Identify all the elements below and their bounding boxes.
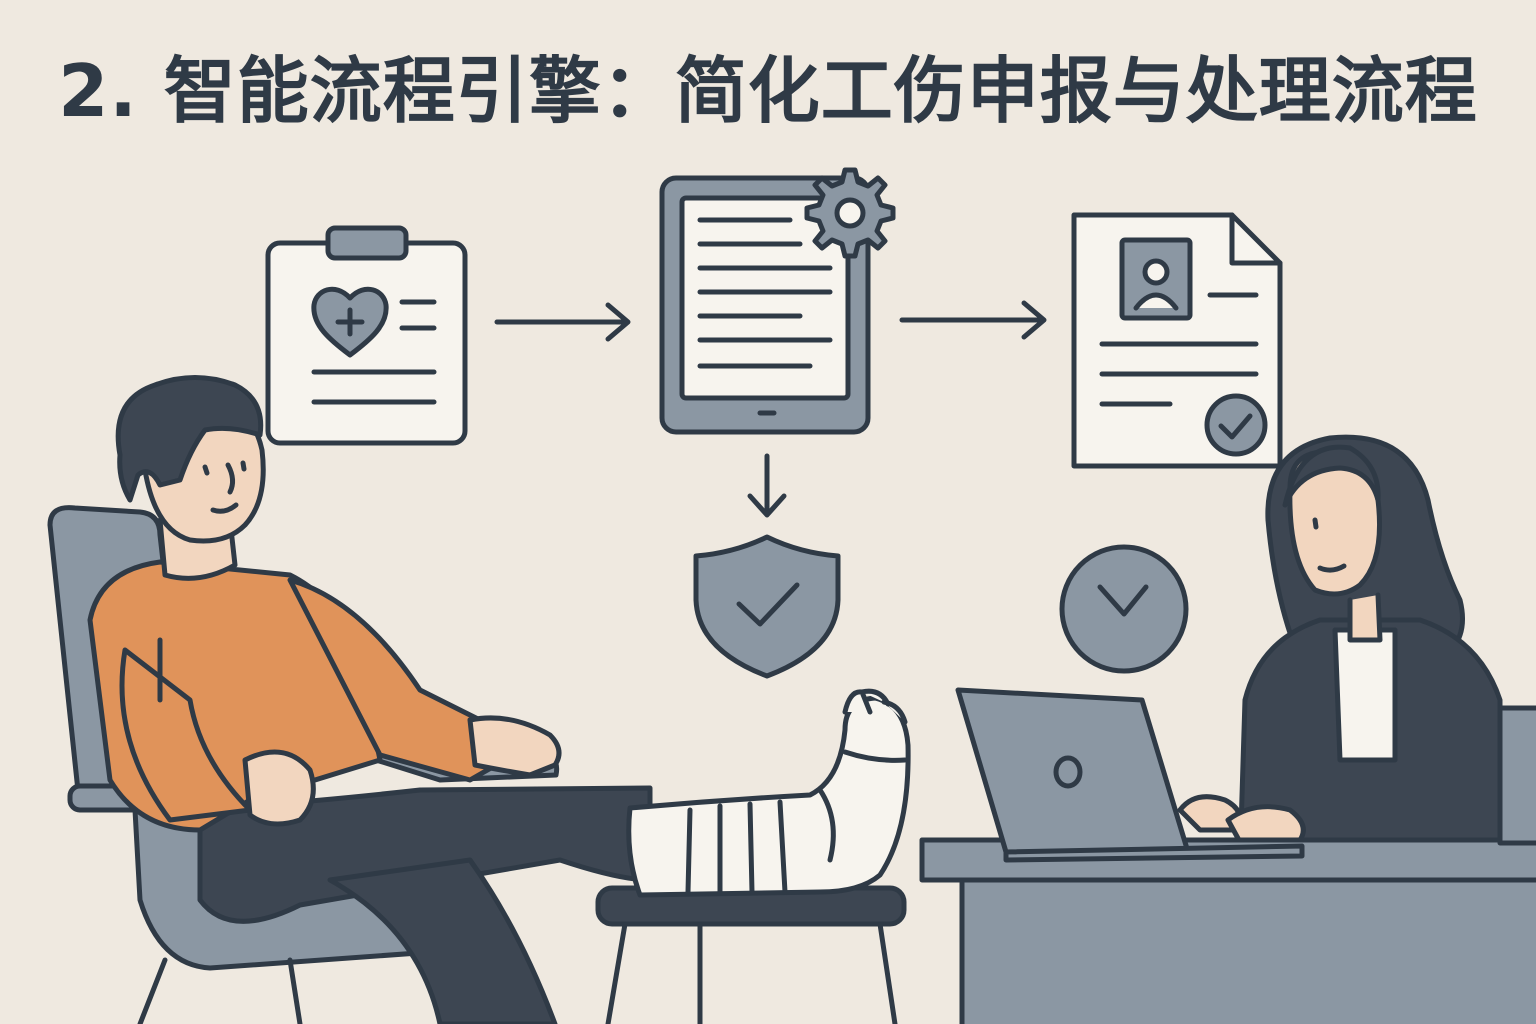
clock-icon [1059, 544, 1189, 674]
man-hands [242, 715, 562, 827]
man-legs [197, 785, 653, 1024]
tablet-document-gear-icon [659, 167, 896, 435]
arrow-down-icon [747, 453, 787, 518]
arrow-right-icon [899, 300, 1047, 340]
footrest [595, 885, 907, 1024]
desk [919, 705, 1536, 1024]
profile-document-check-icon [1071, 212, 1283, 469]
clipboard-heart-icon [265, 225, 468, 446]
shield-check-icon [693, 534, 841, 679]
gear-icon [804, 167, 896, 259]
page-title: 2. 智能流程引擎：简化工伤申报与处理流程 [58, 49, 1478, 133]
man-torso [87, 559, 508, 833]
woman-body [1237, 434, 1503, 863]
arrow-right-icon [494, 302, 631, 342]
laptop-icon [955, 687, 1305, 863]
man-head [115, 375, 266, 581]
woman-hands [1177, 794, 1306, 845]
leg-cast [626, 688, 911, 898]
